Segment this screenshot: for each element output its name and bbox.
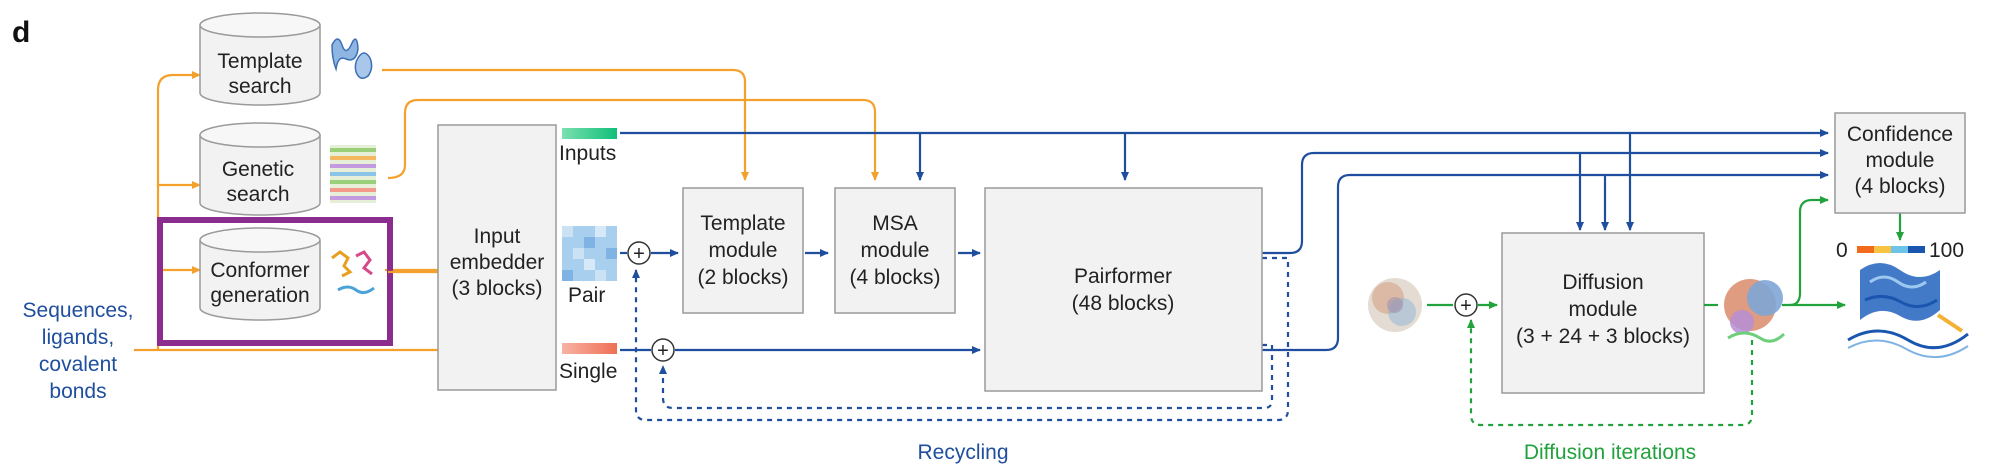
- genetic-search-database: Genetic search: [199, 122, 321, 216]
- svg-text:Diffusion: Diffusion: [1562, 271, 1643, 294]
- svg-text:embedder: embedder: [450, 251, 545, 274]
- svg-text:Input: Input: [474, 225, 521, 248]
- template-module-box: Template module (2 blocks): [682, 187, 804, 314]
- svg-text:0: 0: [1836, 239, 1848, 262]
- msa-alignment-icon: [330, 145, 376, 203]
- blue-flow-lines: [620, 129, 1829, 422]
- svg-text:+: +: [1460, 295, 1472, 317]
- sequences-input-label: Sequences, ligands, covalent bonds: [23, 299, 134, 403]
- svg-text:(4 blocks): (4 blocks): [1854, 175, 1945, 198]
- pair-repr-label: Pair: [568, 284, 605, 307]
- panel-letter: d: [12, 16, 30, 49]
- confidence-colorbar: 0 100: [1836, 239, 1964, 262]
- svg-text:MSA: MSA: [872, 212, 918, 235]
- svg-text:100: 100: [1929, 239, 1964, 262]
- ligand-molecules-icon: [331, 250, 375, 295]
- conformer-generation-database: Conformer generation: [199, 227, 321, 321]
- single-add-node: +: [651, 338, 675, 362]
- svg-text:(2 blocks): (2 blocks): [697, 266, 788, 289]
- single-repr-bar: [562, 343, 617, 354]
- template-search-label-2: search: [228, 75, 291, 98]
- svg-text:bonds: bonds: [49, 380, 106, 403]
- svg-text:(3 + 24 + 3 blocks): (3 + 24 + 3 blocks): [1516, 325, 1690, 348]
- template-search-label-1: Template: [217, 50, 302, 73]
- recycling-label: Recycling: [917, 441, 1008, 464]
- conformer-label-2: generation: [210, 284, 309, 307]
- green-flow-lines: [1467, 196, 1904, 427]
- pair-repr-grid: [562, 226, 617, 281]
- svg-text:ligands,: ligands,: [42, 326, 114, 349]
- orange-input-lines: [134, 68, 879, 352]
- svg-text:(3 blocks): (3 blocks): [451, 277, 542, 300]
- svg-text:(4 blocks): (4 blocks): [849, 266, 940, 289]
- diffusion-add-node: +: [1454, 293, 1478, 317]
- predicted-structure-icon: [1724, 279, 1786, 343]
- template-search-database: Template search: [199, 12, 321, 106]
- svg-text:module: module: [709, 239, 778, 262]
- template-structures-icon: [331, 38, 373, 79]
- svg-text:Template: Template: [700, 212, 785, 235]
- inputs-repr-label: Inputs: [559, 142, 616, 165]
- genetic-search-label-2: search: [226, 183, 289, 206]
- svg-text:covalent: covalent: [39, 353, 117, 376]
- pairformer-box: Pairformer (48 blocks): [984, 187, 1263, 392]
- confidence-module-box: Confidence module (4 blocks): [1834, 112, 1966, 214]
- svg-text:(48 blocks): (48 blocks): [1072, 292, 1175, 315]
- svg-text:module: module: [861, 239, 930, 262]
- svg-text:Pairformer: Pairformer: [1074, 265, 1172, 288]
- svg-text:module: module: [1569, 298, 1638, 321]
- diffusion-iterations-label: Diffusion iterations: [1524, 441, 1696, 464]
- input-embedder-box: Input embedder (3 blocks): [437, 124, 557, 391]
- pair-add-node: +: [627, 241, 651, 265]
- svg-text:Confidence: Confidence: [1847, 123, 1953, 146]
- diffusion-module-box: Diffusion module (3 + 24 + 3 blocks): [1501, 232, 1705, 394]
- single-repr-label: Single: [559, 360, 617, 383]
- svg-text:+: +: [657, 340, 669, 362]
- genetic-search-label-1: Genetic: [222, 158, 294, 181]
- svg-text:+: +: [633, 243, 645, 265]
- final-structure-icon: [1847, 263, 1969, 359]
- svg-text:Sequences,: Sequences,: [23, 299, 134, 322]
- inputs-repr-bar: [562, 128, 617, 139]
- svg-text:module: module: [1866, 149, 1935, 172]
- noise-point-cloud: [1368, 278, 1422, 332]
- msa-module-box: MSA module (4 blocks): [834, 187, 956, 314]
- conformer-highlight-frame: [157, 217, 393, 346]
- conformer-label-1: Conformer: [210, 259, 309, 282]
